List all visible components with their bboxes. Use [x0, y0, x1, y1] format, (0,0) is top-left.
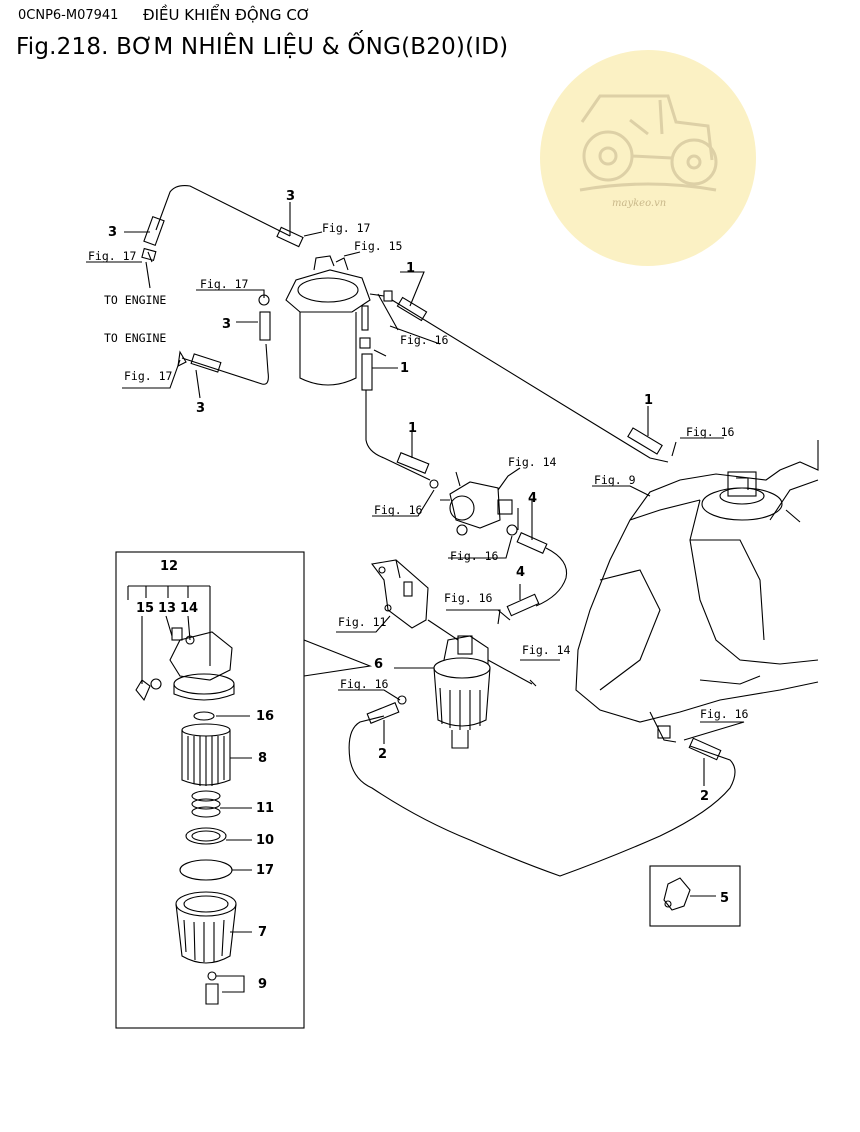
- callout-3-d: 3: [196, 401, 205, 416]
- o-ring-16: [193, 711, 215, 721]
- label-fig16-d: Fig. 16: [450, 549, 499, 563]
- callout-1-c: 1: [408, 421, 417, 436]
- callout-9: 9: [258, 977, 267, 992]
- label-to-engine-b: TO ENGINE: [104, 331, 166, 345]
- callout-1-d: 1: [644, 393, 653, 408]
- hose-upper: [155, 185, 291, 237]
- callout-11: 11: [256, 801, 274, 816]
- callout-12: 12: [160, 559, 178, 574]
- callout-8: 8: [258, 751, 267, 766]
- callout-4-a: 4: [528, 491, 537, 506]
- label-fig9: Fig. 9: [594, 473, 636, 487]
- lower-filter: [433, 635, 537, 749]
- mounting-bracket: [371, 559, 429, 629]
- watermark-text: maykeo.vn: [612, 198, 666, 209]
- spring: [191, 790, 221, 818]
- callout-7: 7: [258, 925, 267, 940]
- hose-clip: [663, 877, 691, 911]
- upper-filter: [285, 255, 393, 391]
- float-ring: [185, 827, 227, 845]
- diagram-code: 0CNP6-M07941: [18, 8, 119, 23]
- label-fig16-f: Fig. 16: [340, 677, 389, 691]
- label-fig17-c: Fig. 17: [200, 277, 249, 291]
- o-ring-17: [179, 859, 233, 881]
- callout-3-b: 3: [108, 225, 117, 240]
- drain-plug: [205, 983, 219, 1005]
- callout-10: 10: [256, 833, 274, 848]
- label-fig11: Fig. 11: [338, 615, 387, 629]
- label-fig16-a: Fig. 16: [400, 333, 449, 347]
- label-to-engine-a: TO ENGINE: [104, 293, 166, 307]
- callout-13: 13: [158, 601, 176, 616]
- inset-frame: [115, 551, 305, 1029]
- callout-16: 16: [256, 709, 274, 724]
- callout-1-b: 1: [400, 361, 409, 376]
- label-fig16-g: Fig. 16: [700, 707, 749, 721]
- callout-2-b: 2: [700, 789, 709, 804]
- figure-title: Fig.218. BƠM NHIÊN LIỆU & ỐNG(B20)(ID): [16, 34, 509, 60]
- label-fig16-c: Fig. 16: [374, 503, 423, 517]
- callout-14: 14: [180, 601, 198, 616]
- callout-2-a: 2: [378, 747, 387, 762]
- label-fig17-d: Fig. 17: [124, 369, 173, 383]
- callout-3-a: 3: [286, 189, 295, 204]
- callout-15: 15: [136, 601, 154, 616]
- callout-1-a: 1: [406, 261, 415, 276]
- label-fig16-b: Fig. 16: [686, 425, 735, 439]
- callout-3-c: 3: [222, 317, 231, 332]
- label-fig17-a: Fig. 17: [322, 221, 371, 235]
- callout-17: 17: [256, 863, 274, 878]
- clip-detail-box: [649, 865, 741, 927]
- section-title: ĐIỀU KHIỂN ĐỘNG CƠ: [143, 6, 311, 24]
- label-fig14-b: Fig. 14: [522, 643, 571, 657]
- hose-sleeve: [143, 216, 165, 246]
- label-fig15: Fig. 15: [354, 239, 402, 253]
- watermark-logo: maykeo.vn: [540, 50, 756, 266]
- label-fig17-b: Fig. 17: [88, 249, 137, 263]
- filter-element: [181, 723, 231, 786]
- drain-o-ring: [207, 971, 217, 981]
- callout-5: 5: [720, 891, 729, 906]
- callout-4-b: 4: [516, 565, 525, 580]
- callout-6: 6: [374, 657, 383, 672]
- filter-bowl: [175, 891, 237, 964]
- fuel-pump: [440, 467, 521, 536]
- fuel-tank: [575, 440, 819, 743]
- label-fig14-a: Fig. 14: [508, 455, 557, 469]
- label-fig16-e: Fig. 16: [444, 591, 493, 605]
- exploded-head: [135, 627, 235, 702]
